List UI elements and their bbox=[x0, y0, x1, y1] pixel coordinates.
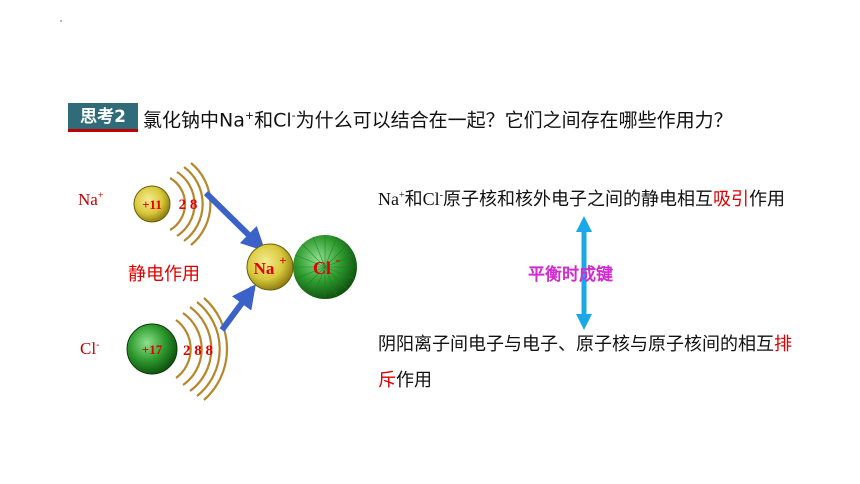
balance-label: 平衡时成键 bbox=[528, 265, 613, 285]
na-nucleus bbox=[133, 185, 171, 223]
na-ion-charge: + bbox=[97, 190, 104, 202]
cl-shell-electrons: 2 8 8 bbox=[183, 343, 213, 359]
question-text: 氯化钠中Na+和Cl-为什么可以结合在一起？它们之间存在哪些作用力？ bbox=[143, 101, 733, 135]
na-to-pair-arrow bbox=[203, 190, 266, 252]
cl-nucleus bbox=[126, 323, 178, 375]
pair-na-symbol: Na bbox=[254, 259, 275, 278]
na-shell-arcs bbox=[169, 162, 212, 246]
attraction-highlight: 吸引 bbox=[713, 189, 749, 210]
attraction-cl-charge: - bbox=[439, 190, 443, 201]
attraction-na-charge: + bbox=[399, 190, 405, 201]
pair-cl-charge: - bbox=[336, 253, 341, 268]
badge-underline bbox=[68, 129, 138, 132]
repulsion-highlight: 排斥 bbox=[378, 334, 792, 391]
question-cl-charge: - bbox=[291, 109, 296, 122]
cl-ion-symbol: Cl bbox=[80, 339, 97, 358]
repulsion-desc: 阴阳离子间电子与电子、原子核与原子核间的相互 bbox=[378, 334, 774, 355]
na-ion-symbol: Na bbox=[78, 190, 98, 209]
cl-ion-charge: - bbox=[96, 339, 100, 351]
repulsion-text: 阴阳离子间电子与电子、原子核与原子核间的相互排斥作用 bbox=[378, 327, 808, 399]
na-nucleus-charge: +11 bbox=[142, 197, 162, 212]
cl-nucleus-charge: +17 bbox=[142, 342, 163, 357]
na-shell-electrons: 2 8 bbox=[179, 197, 198, 213]
question-part1: 氯化钠中Na bbox=[143, 109, 245, 132]
question-na-charge: + bbox=[244, 109, 255, 122]
attraction-cl: 和Cl bbox=[404, 189, 440, 209]
pair-cl-symbol: Cl bbox=[313, 258, 331, 278]
corner-dot bbox=[60, 20, 62, 22]
na-ion-label: Na+ bbox=[78, 190, 103, 210]
balance-double-arrow bbox=[576, 216, 592, 330]
pair-na-charge: + bbox=[279, 253, 286, 268]
na-ion-sphere bbox=[246, 243, 294, 291]
question-badge: 思考2 bbox=[68, 103, 138, 131]
cl-ion-sphere bbox=[293, 235, 357, 299]
attraction-end: 作用 bbox=[749, 189, 785, 210]
cl-ion-label: Cl- bbox=[80, 339, 99, 359]
cl-shell-arcs bbox=[175, 297, 229, 401]
question-part3: 为什么可以结合在一起？它们之间存在哪些作用力？ bbox=[295, 109, 733, 132]
attraction-desc: 原子核和核外电子之间的静电相互 bbox=[443, 189, 713, 210]
attraction-na: Na bbox=[378, 189, 399, 209]
electrostatic-label: 静电作用 bbox=[128, 264, 200, 285]
attraction-text: Na+和Cl-原子核和核外电子之间的静电相互吸引作用 bbox=[378, 178, 808, 218]
repulsion-end: 作用 bbox=[396, 370, 432, 391]
question-part2: 和Cl bbox=[254, 109, 292, 132]
cl-to-pair-arrow bbox=[219, 284, 256, 332]
